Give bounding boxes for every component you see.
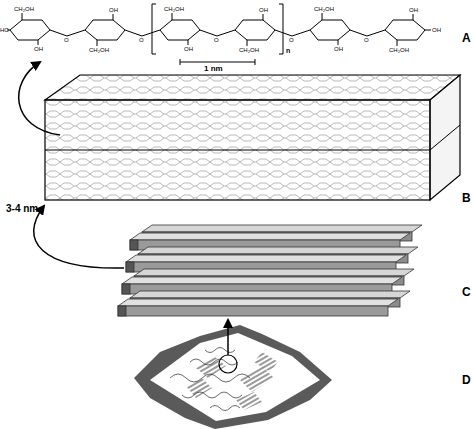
panel-letter: A — [462, 32, 471, 44]
chemical-group: O — [364, 37, 369, 43]
chemical-group: O — [64, 37, 69, 43]
chemical-group: CH₂OH — [89, 47, 109, 53]
chemical-group: O — [139, 37, 144, 43]
zoom-arrow — [227, 320, 229, 355]
repeat-subscript: n — [286, 47, 290, 54]
panel-letter: C — [462, 286, 471, 298]
chemical-group: CH₂OH — [239, 47, 259, 53]
cellulose-chain — [7, 13, 431, 46]
chemical-group: OH — [432, 27, 441, 33]
zoom-circle — [219, 355, 237, 373]
chemical-group: O — [214, 37, 219, 43]
chemical-group: OH — [409, 7, 418, 13]
zoom-arrow — [19, 62, 60, 135]
chemical-group: O — [289, 37, 294, 43]
microfibril-bundle — [118, 225, 422, 316]
chemical-group: CH₂OH — [389, 47, 409, 53]
chemical-group: HO — [0, 27, 9, 33]
chemical-group: OH — [34, 46, 43, 52]
cell-wall-fragment — [134, 325, 332, 429]
zoom-arrow — [34, 206, 124, 268]
panel-letter: B — [462, 192, 471, 204]
microfibril-block — [45, 75, 460, 200]
chemical-group: OH — [184, 46, 193, 52]
chemical-group: OH — [109, 7, 118, 13]
chemical-group: CH₂OH — [164, 6, 184, 12]
dimension-label: 3-4 nm — [6, 204, 38, 214]
dimension-label: 1 nm — [204, 65, 223, 73]
repeat-bracket — [152, 4, 156, 54]
chemical-group: OH — [334, 46, 343, 52]
chemical-group: CH₂OH — [314, 6, 334, 12]
panel-letter: D — [462, 374, 471, 386]
chemical-group: OH — [259, 7, 268, 13]
repeat-bracket — [279, 4, 283, 54]
chemical-group: CH₂OH — [14, 6, 34, 12]
